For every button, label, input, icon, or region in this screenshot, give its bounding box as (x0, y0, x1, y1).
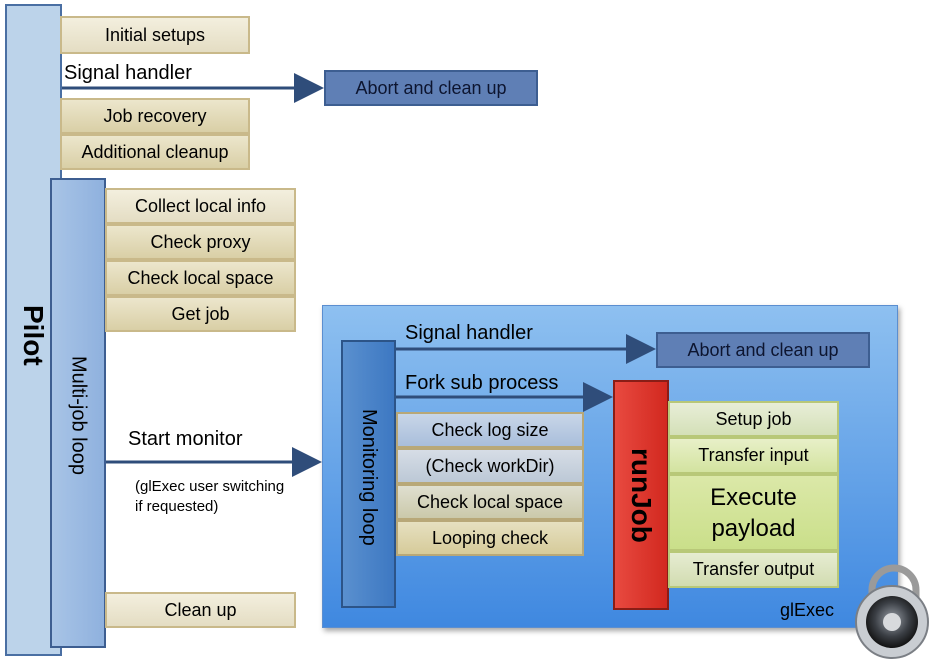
check-log-size: Check log size (396, 412, 584, 448)
fork-sub-process-label: Fork sub process (405, 372, 559, 394)
pilot-item-job-recovery: Job recovery (60, 98, 250, 134)
runjob-execute-payload-label: Execute payload (710, 483, 797, 542)
runjob-transfer-output: Transfer output (668, 551, 839, 588)
pilot-item-job-recovery-label: Job recovery (103, 105, 207, 126)
glexec-note-line2: if requested) (135, 498, 219, 515)
multijob-clean-up: Clean up (105, 592, 296, 628)
runjob-transfer-input: Transfer input (668, 437, 839, 474)
check-workdir: (Check workDir) (396, 448, 584, 484)
multijob-item-get-job-label: Get job (171, 303, 230, 324)
glexec-label: glExec (780, 600, 835, 620)
check-local-space-monitor: Check local space (396, 484, 584, 520)
runjob-execute-payload: Execute payload (668, 474, 839, 551)
runjob-setup-job: Setup job (668, 401, 839, 437)
looping-check-label: Looping check (431, 527, 549, 548)
looping-check: Looping check (396, 520, 584, 556)
multijob-label: Multi-job loop (67, 355, 90, 475)
multijob-bar (50, 178, 106, 648)
pilot-item-initial-setups: Initial setups (60, 16, 250, 54)
monitoring-abort-box: Abort and clean up (656, 332, 870, 368)
monitoring-signal-handler-label: Signal handler (405, 322, 533, 344)
multijob-item-get-job: Get job (105, 296, 296, 332)
monitoring-bar (341, 340, 396, 608)
check-workdir-label: (Check workDir) (425, 455, 555, 476)
multijob-item-check-proxy: Check proxy (105, 224, 296, 260)
multijob-item-collect-local-info: Collect local info (105, 188, 296, 224)
pilot-label: Pilot (18, 304, 49, 366)
multijob-item-check-local-space: Check local space (105, 260, 296, 296)
start-monitor-label: Start monitor (128, 428, 243, 450)
monitoring-label: Monitoring loop (358, 409, 380, 546)
pilot-signal-handler-label: Signal handler (64, 62, 192, 84)
runjob-label: runJob (626, 447, 657, 543)
pilot-item-additional-cleanup: Additional cleanup (60, 134, 250, 170)
multijob-item-check-local-space-label: Check local space (127, 267, 274, 288)
multijob-item-check-proxy-label: Check proxy (150, 231, 251, 252)
pilot-abort-box: Abort and clean up (324, 70, 538, 106)
padlock-icon (855, 564, 929, 659)
pilot-item-additional-cleanup-label: Additional cleanup (81, 141, 229, 162)
glexec-note-line1: (glExec user switching (135, 478, 285, 495)
check-local-space-monitor-label: Check local space (416, 491, 564, 512)
